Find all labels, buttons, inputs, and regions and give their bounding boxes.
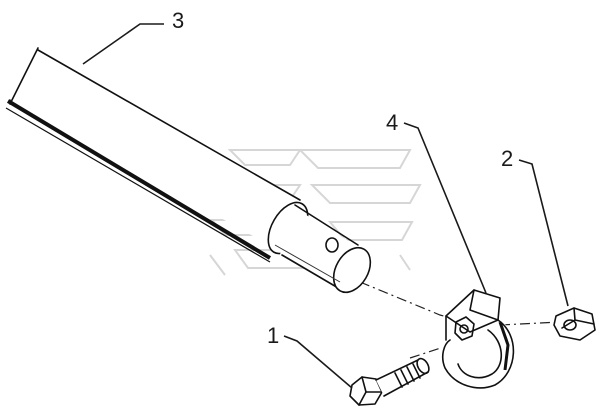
tube-shaft xyxy=(5,47,372,294)
clamp-bracket xyxy=(440,289,515,389)
callout-label-4: 4 xyxy=(386,110,398,135)
callout-label-1: 1 xyxy=(267,323,279,348)
callout-label-2: 2 xyxy=(501,146,513,171)
callout-label-3: 3 xyxy=(172,8,184,33)
callout-1: 1 xyxy=(267,323,353,389)
hex-bolt xyxy=(349,357,430,406)
hex-nut xyxy=(553,307,596,341)
callout-3: 3 xyxy=(82,8,184,65)
callout-2: 2 xyxy=(501,146,569,307)
callout-4: 4 xyxy=(386,110,487,294)
